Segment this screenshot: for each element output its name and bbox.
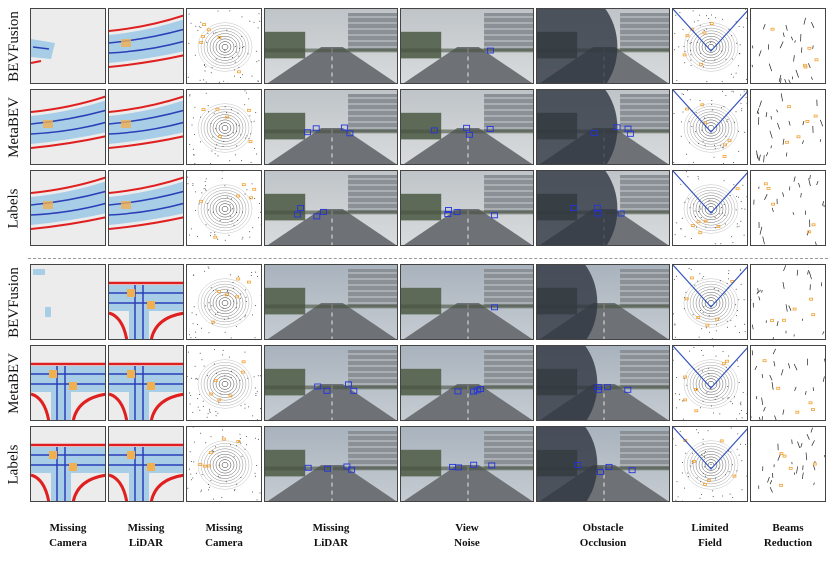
row-label-bevfusion-2: BEVFusion [5,266,22,338]
panel-g2-r3-c4 [264,426,398,502]
panel-g2-r2-c3 [186,345,262,421]
panel-g2-r1-c7 [672,264,748,340]
panel-g1-r3-c6 [536,170,670,246]
row-label-labels-1: Labels [5,188,22,228]
panel-g1-r2-c7 [672,89,748,165]
panel-g2-r2-c2 [108,345,184,421]
panel-g2-r2-c6 [536,345,670,421]
panel-g2-r1-c4 [264,264,398,340]
panel-g1-r1-c7 [672,8,748,84]
panel-g1-r3-c1 [30,170,106,246]
panel-g1-r3-c3 [186,170,262,246]
panel-g2-r3-c1 [30,426,106,502]
panel-g2-r1-c5 [400,264,534,340]
panel-g2-r1-c6 [536,264,670,340]
panel-g1-r2-c4 [264,89,398,165]
panel-g1-r1-c3 [186,8,262,84]
row-label-metabev-2: MetaBEV [5,352,22,414]
row-label-labels-2: Labels [5,444,22,484]
panel-g2-r3-c8 [750,426,826,502]
panel-g2-r3-c7 [672,426,748,502]
row-label-bevfusion-1: BEVFusion [5,10,22,82]
row-label-metabev-1: MetaBEV [5,96,22,158]
panel-g2-r3-c2 [108,426,184,502]
panel-g1-r2-c8 [750,89,826,165]
panel-g1-r1-c6 [536,8,670,84]
panel-g2-r2-c1 [30,345,106,421]
panel-g1-r2-c5 [400,89,534,165]
panel-g1-r1-c2 [108,8,184,84]
group-separator [28,258,828,259]
panel-g1-r3-c5 [400,170,534,246]
panel-g1-r2-c2 [108,89,184,165]
panel-g1-r2-c1 [30,89,106,165]
panel-g1-r3-c2 [108,170,184,246]
panel-g2-r2-c8 [750,345,826,421]
panel-g2-r2-c7 [672,345,748,421]
panel-g1-r3-c7 [672,170,748,246]
panel-g2-r2-c5 [400,345,534,421]
panel-g2-r3-c5 [400,426,534,502]
panel-g1-r1-c1 [30,8,106,84]
panel-g2-r1-c3 [186,264,262,340]
panel-g2-r1-c2 [108,264,184,340]
panel-g1-r2-c3 [186,89,262,165]
panel-g2-r1-c8 [750,264,826,340]
panel-g2-r2-c4 [264,345,398,421]
panel-g1-r1-c4 [264,8,398,84]
panel-g2-r3-c6 [536,426,670,502]
panel-g2-r1-c1 [30,264,106,340]
panel-g1-r1-c8 [750,8,826,84]
panel-g1-r3-c8 [750,170,826,246]
panel-g1-r3-c4 [264,170,398,246]
panel-g1-r1-c5 [400,8,534,84]
panel-g1-r2-c6 [536,89,670,165]
panel-g2-r3-c3 [186,426,262,502]
